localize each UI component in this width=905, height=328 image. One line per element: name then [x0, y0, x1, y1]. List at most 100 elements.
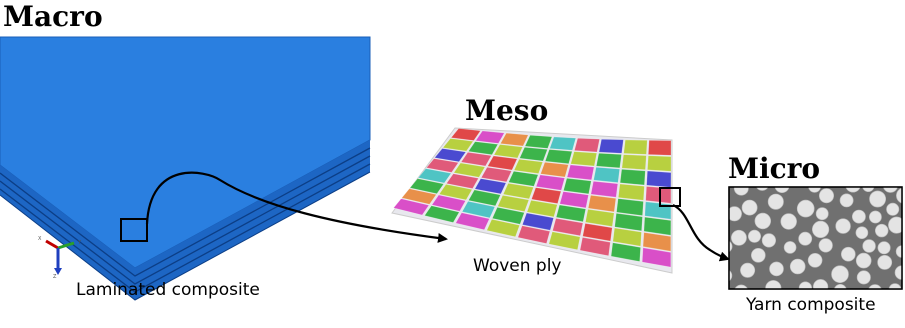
fiber-cross-section [796, 199, 815, 218]
fiber-cross-section [808, 187, 822, 193]
woven-tow-cell [526, 199, 558, 218]
woven-tow-cell [468, 189, 501, 207]
fiber-cross-section [780, 213, 797, 230]
woven-tow-cell [508, 170, 539, 187]
fiber-cross-section [886, 202, 900, 216]
woven-tow-cell [549, 136, 577, 151]
woven-tow-cell [393, 198, 430, 216]
fiber-cross-section [840, 246, 856, 262]
woven-tow-cell [493, 144, 524, 159]
woven-tow-cell [524, 134, 553, 149]
woven-tow-cell [417, 168, 452, 184]
woven-tow-cell [540, 161, 569, 178]
fiber-cross-section [769, 261, 784, 277]
woven-tow-cell [590, 180, 619, 198]
fiber-cross-section [855, 226, 869, 239]
woven-tow-cell [475, 130, 505, 144]
woven-tow-cell [548, 231, 581, 251]
fiber-cross-section [734, 284, 748, 289]
woven-tow-cell [641, 247, 672, 268]
macro-selection-box [120, 218, 148, 242]
woven-tow-cell [425, 158, 459, 173]
fiber-cross-section [895, 245, 902, 258]
fiber-cross-section [754, 212, 771, 230]
fiber-cross-section [862, 187, 875, 192]
woven-tow-cell [497, 194, 530, 212]
woven-tow-cell [616, 198, 644, 216]
z-axis-label: Z [53, 274, 57, 280]
fiber-cross-section [807, 252, 823, 268]
fiber-cross-section [813, 279, 829, 289]
fiber-cross-section [818, 238, 833, 253]
woven-tow-cell [574, 137, 600, 153]
woven-tow-cell [643, 216, 672, 236]
woven-tow-cell [642, 232, 672, 252]
fiber-cross-section [845, 187, 861, 193]
woven-tow-cell [519, 146, 548, 162]
fiber-cross-section [877, 241, 891, 255]
macro-to-meso-arrow [145, 171, 448, 243]
woven-tow-cell [617, 183, 645, 201]
woven-tow-cell [563, 177, 592, 195]
woven-tow-cell [409, 178, 445, 195]
laminated-composite-block [0, 36, 371, 301]
woven-tow-cell [614, 212, 643, 232]
fiber-cross-section [869, 190, 887, 208]
fiber-cross-section [740, 262, 756, 278]
fiber-cross-section [741, 199, 758, 216]
fiber-cross-section [818, 188, 834, 204]
fiber-cross-section [747, 229, 761, 243]
fiber-cross-section [888, 216, 902, 234]
woven-tow-cell [460, 151, 492, 167]
woven-tow-cell [544, 149, 573, 165]
woven-tow-cell [453, 162, 486, 178]
fiber-cross-section [774, 187, 790, 193]
fiber-cross-section [767, 193, 784, 210]
woven-tow-cell [579, 237, 611, 257]
woven-tow-cell [513, 158, 544, 174]
woven-tow-cell [552, 218, 584, 237]
woven-tow-cell [619, 168, 646, 186]
fiber-cross-section [856, 270, 871, 285]
woven-tow-cell [531, 187, 562, 204]
z-axis-arrowhead [54, 268, 62, 275]
woven-tow-cell [521, 212, 554, 231]
woven-tow-cell [621, 154, 647, 171]
fiber-cross-section [831, 265, 849, 284]
fiber-cross-section [868, 284, 882, 289]
woven-tow-cell [438, 183, 473, 201]
ply-boundary-line [0, 155, 371, 285]
fiber-cross-section [882, 187, 898, 193]
woven-tow-cell [612, 227, 642, 247]
fiber-cross-section [798, 231, 813, 246]
fiber-cross-section [755, 187, 769, 191]
x-axis-label: X [38, 236, 42, 242]
fiber-cross-section [765, 280, 782, 289]
woven-tow-cell [499, 132, 529, 147]
yarn-composite-caption: Yarn composite [746, 295, 876, 315]
woven-tow-cell [566, 164, 595, 181]
fiber-cross-section [798, 281, 812, 289]
fiber-cross-section [835, 218, 851, 234]
fiber-cross-section [789, 258, 806, 275]
woven-tow-cell [559, 191, 589, 209]
woven-ply-caption: Woven ply [473, 256, 562, 276]
fiber-cross-section [852, 209, 866, 224]
y-axis-arrow [57, 241, 75, 250]
woven-tow-cell [455, 212, 490, 231]
macro-title: Macro [3, 0, 103, 33]
micrograph-frame [728, 186, 903, 290]
woven-tow-cell [431, 194, 467, 212]
fiber-cross-section [783, 241, 797, 254]
woven-tow-cell [434, 148, 467, 163]
ply-boundary-line [0, 163, 371, 293]
woven-tow-cell [595, 152, 622, 169]
woven-tow-cell [585, 208, 615, 227]
woven-tow-cell [487, 155, 518, 171]
woven-tow-cell [474, 178, 507, 195]
fiber-cross-section [750, 248, 766, 263]
meso-to-micro-arrow [672, 204, 730, 262]
woven-tow-cell [623, 139, 648, 155]
fiber-cross-section [729, 269, 733, 282]
woven-tow-cell [445, 173, 479, 189]
